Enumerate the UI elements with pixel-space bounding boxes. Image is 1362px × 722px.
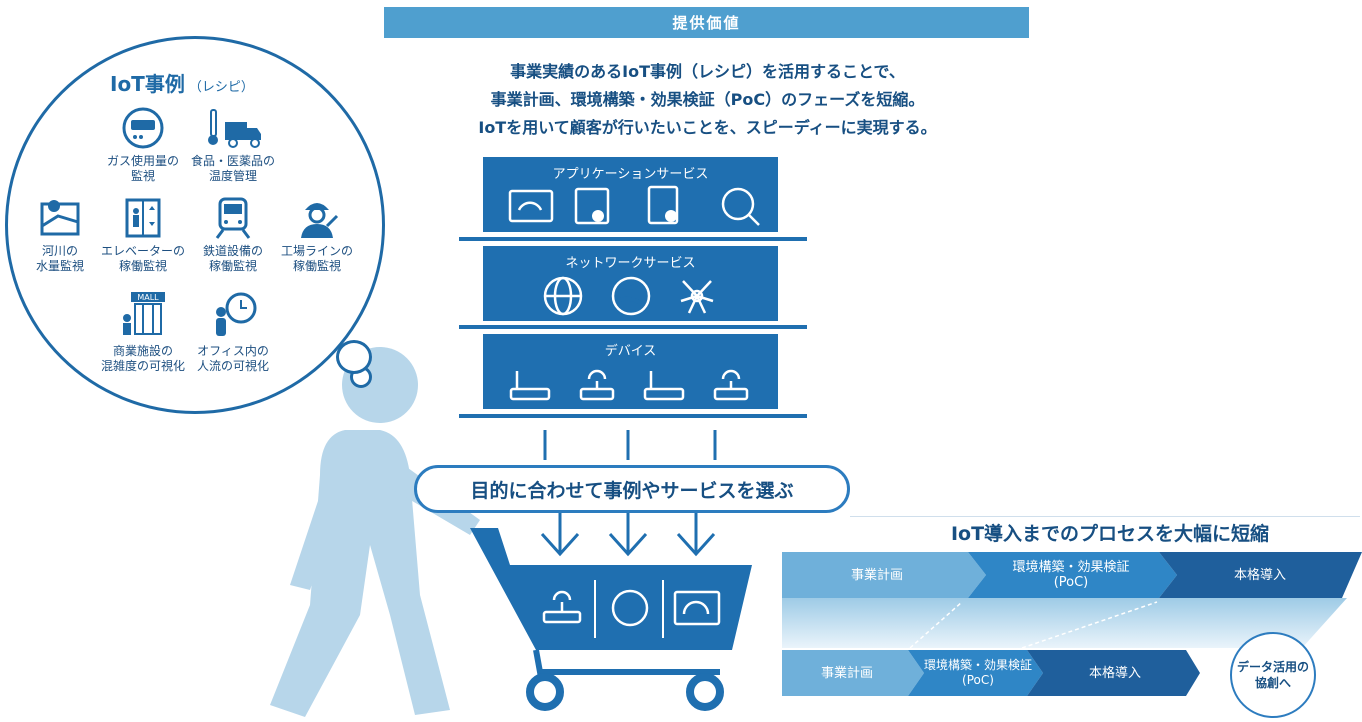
network-globe-icon xyxy=(611,276,651,316)
offer-value-banner: 提供価値 xyxy=(384,7,1029,38)
network-layer-title: ネットワークサービス xyxy=(565,256,696,271)
shelf-3 xyxy=(459,414,807,418)
cart-dashboard-icon xyxy=(673,590,721,626)
bottom-production-label: 本格導入 xyxy=(1088,665,1141,681)
network-service-layer: ネットワークサービス xyxy=(483,246,778,321)
top-phase-planning xyxy=(782,552,986,598)
intro-line-3: IoTを用いて顧客が行いたいことを、スピーディーに実現する。 xyxy=(478,118,937,137)
application-service-layer: アプリケーションサービス xyxy=(483,157,778,232)
network-icons xyxy=(543,276,714,316)
intro-line-2: 事業計画、環境構築・効果検証（PoC）のフェーズを短縮。 xyxy=(490,90,925,109)
person-clock-icon xyxy=(216,292,257,336)
mall-icon: MALL xyxy=(123,292,165,335)
device-layer: デバイス xyxy=(483,334,778,409)
shopping-cart xyxy=(470,528,752,711)
shelf-2 xyxy=(459,325,807,329)
map-pin-icon xyxy=(40,200,80,236)
bottom-poc-label: 環境構築・効果検証 (PoC) xyxy=(923,658,1032,687)
gauge-arc xyxy=(517,201,543,211)
elevator-icon xyxy=(125,198,161,238)
router-icon-3 xyxy=(643,387,685,401)
data-co-creation-badge: データ活用の 協創へ xyxy=(1230,632,1316,718)
top-planning-label: 事業計画 xyxy=(850,567,903,583)
selection-arrows xyxy=(540,430,717,557)
globe-badge-icon xyxy=(665,210,677,222)
bubble-tail xyxy=(336,340,372,374)
application-icons xyxy=(508,185,760,226)
case-elevator: エレベーターの 稼働監視 xyxy=(88,196,198,274)
application-layer-title: アプリケーションサービス xyxy=(552,167,709,182)
intro-line-1: 事業実績のあるIoT事例（レシピ）を活用することで、 xyxy=(510,62,905,81)
document-icon xyxy=(647,185,679,225)
case-factory: 工場ラインの 稼働監視 xyxy=(262,196,372,274)
check-badge-icon xyxy=(592,210,604,222)
bubble-title: IoT事例（レシピ） xyxy=(110,72,254,96)
case-mall: MALL 商業施設の 混雑度の可視化 xyxy=(88,290,198,374)
process-title: IoT導入までのプロセスを大幅に短縮 xyxy=(950,523,1270,545)
magnifier-icon xyxy=(721,187,755,221)
top-phase-poc xyxy=(968,552,1177,598)
gas-meter-icon xyxy=(122,107,164,149)
dashboard-icon xyxy=(508,189,554,223)
case-office: オフィス内の 人流の可視化 xyxy=(178,290,288,374)
top-phase-production xyxy=(1159,552,1362,598)
case-food-temp: 食品・医薬品の 温度管理 xyxy=(178,106,288,184)
process-divider xyxy=(850,516,1360,517)
hub-icon xyxy=(690,289,704,303)
select-services-pill: 目的に合わせて事例やサービスを選ぶ xyxy=(414,465,850,513)
truck-thermometer-icon xyxy=(208,109,261,148)
device-icons xyxy=(509,369,749,401)
case-river: 河川の 水量監視 xyxy=(5,196,115,274)
case-railway: 鉄道設備の 稼働監視 xyxy=(178,196,288,274)
bottom-phase-planning xyxy=(782,650,924,696)
worker-icon xyxy=(301,203,339,238)
bottom-phase-production xyxy=(1027,650,1200,696)
train-icon xyxy=(215,197,251,239)
router-icon-2 xyxy=(579,387,615,401)
top-production-label: 本格導入 xyxy=(1233,567,1286,583)
time-saved-band xyxy=(782,598,1347,648)
router-icon-1 xyxy=(509,387,551,401)
top-poc-label: 環境構築・効果検証 (PoC) xyxy=(1012,560,1130,590)
device-layer-title: デバイス xyxy=(604,344,657,359)
bottom-planning-label: 事業計画 xyxy=(820,665,873,681)
router-icon-4 xyxy=(713,387,749,401)
clipboard-icon xyxy=(574,187,610,225)
bottom-phase-poc xyxy=(908,650,1043,696)
case-gas-meter: ガス使用量の 監視 xyxy=(88,106,198,184)
cart-globe-icon xyxy=(611,589,649,627)
shelf-1 xyxy=(459,237,807,241)
mall-sign-text: MALL xyxy=(137,293,159,302)
process-diagram xyxy=(782,552,1362,696)
